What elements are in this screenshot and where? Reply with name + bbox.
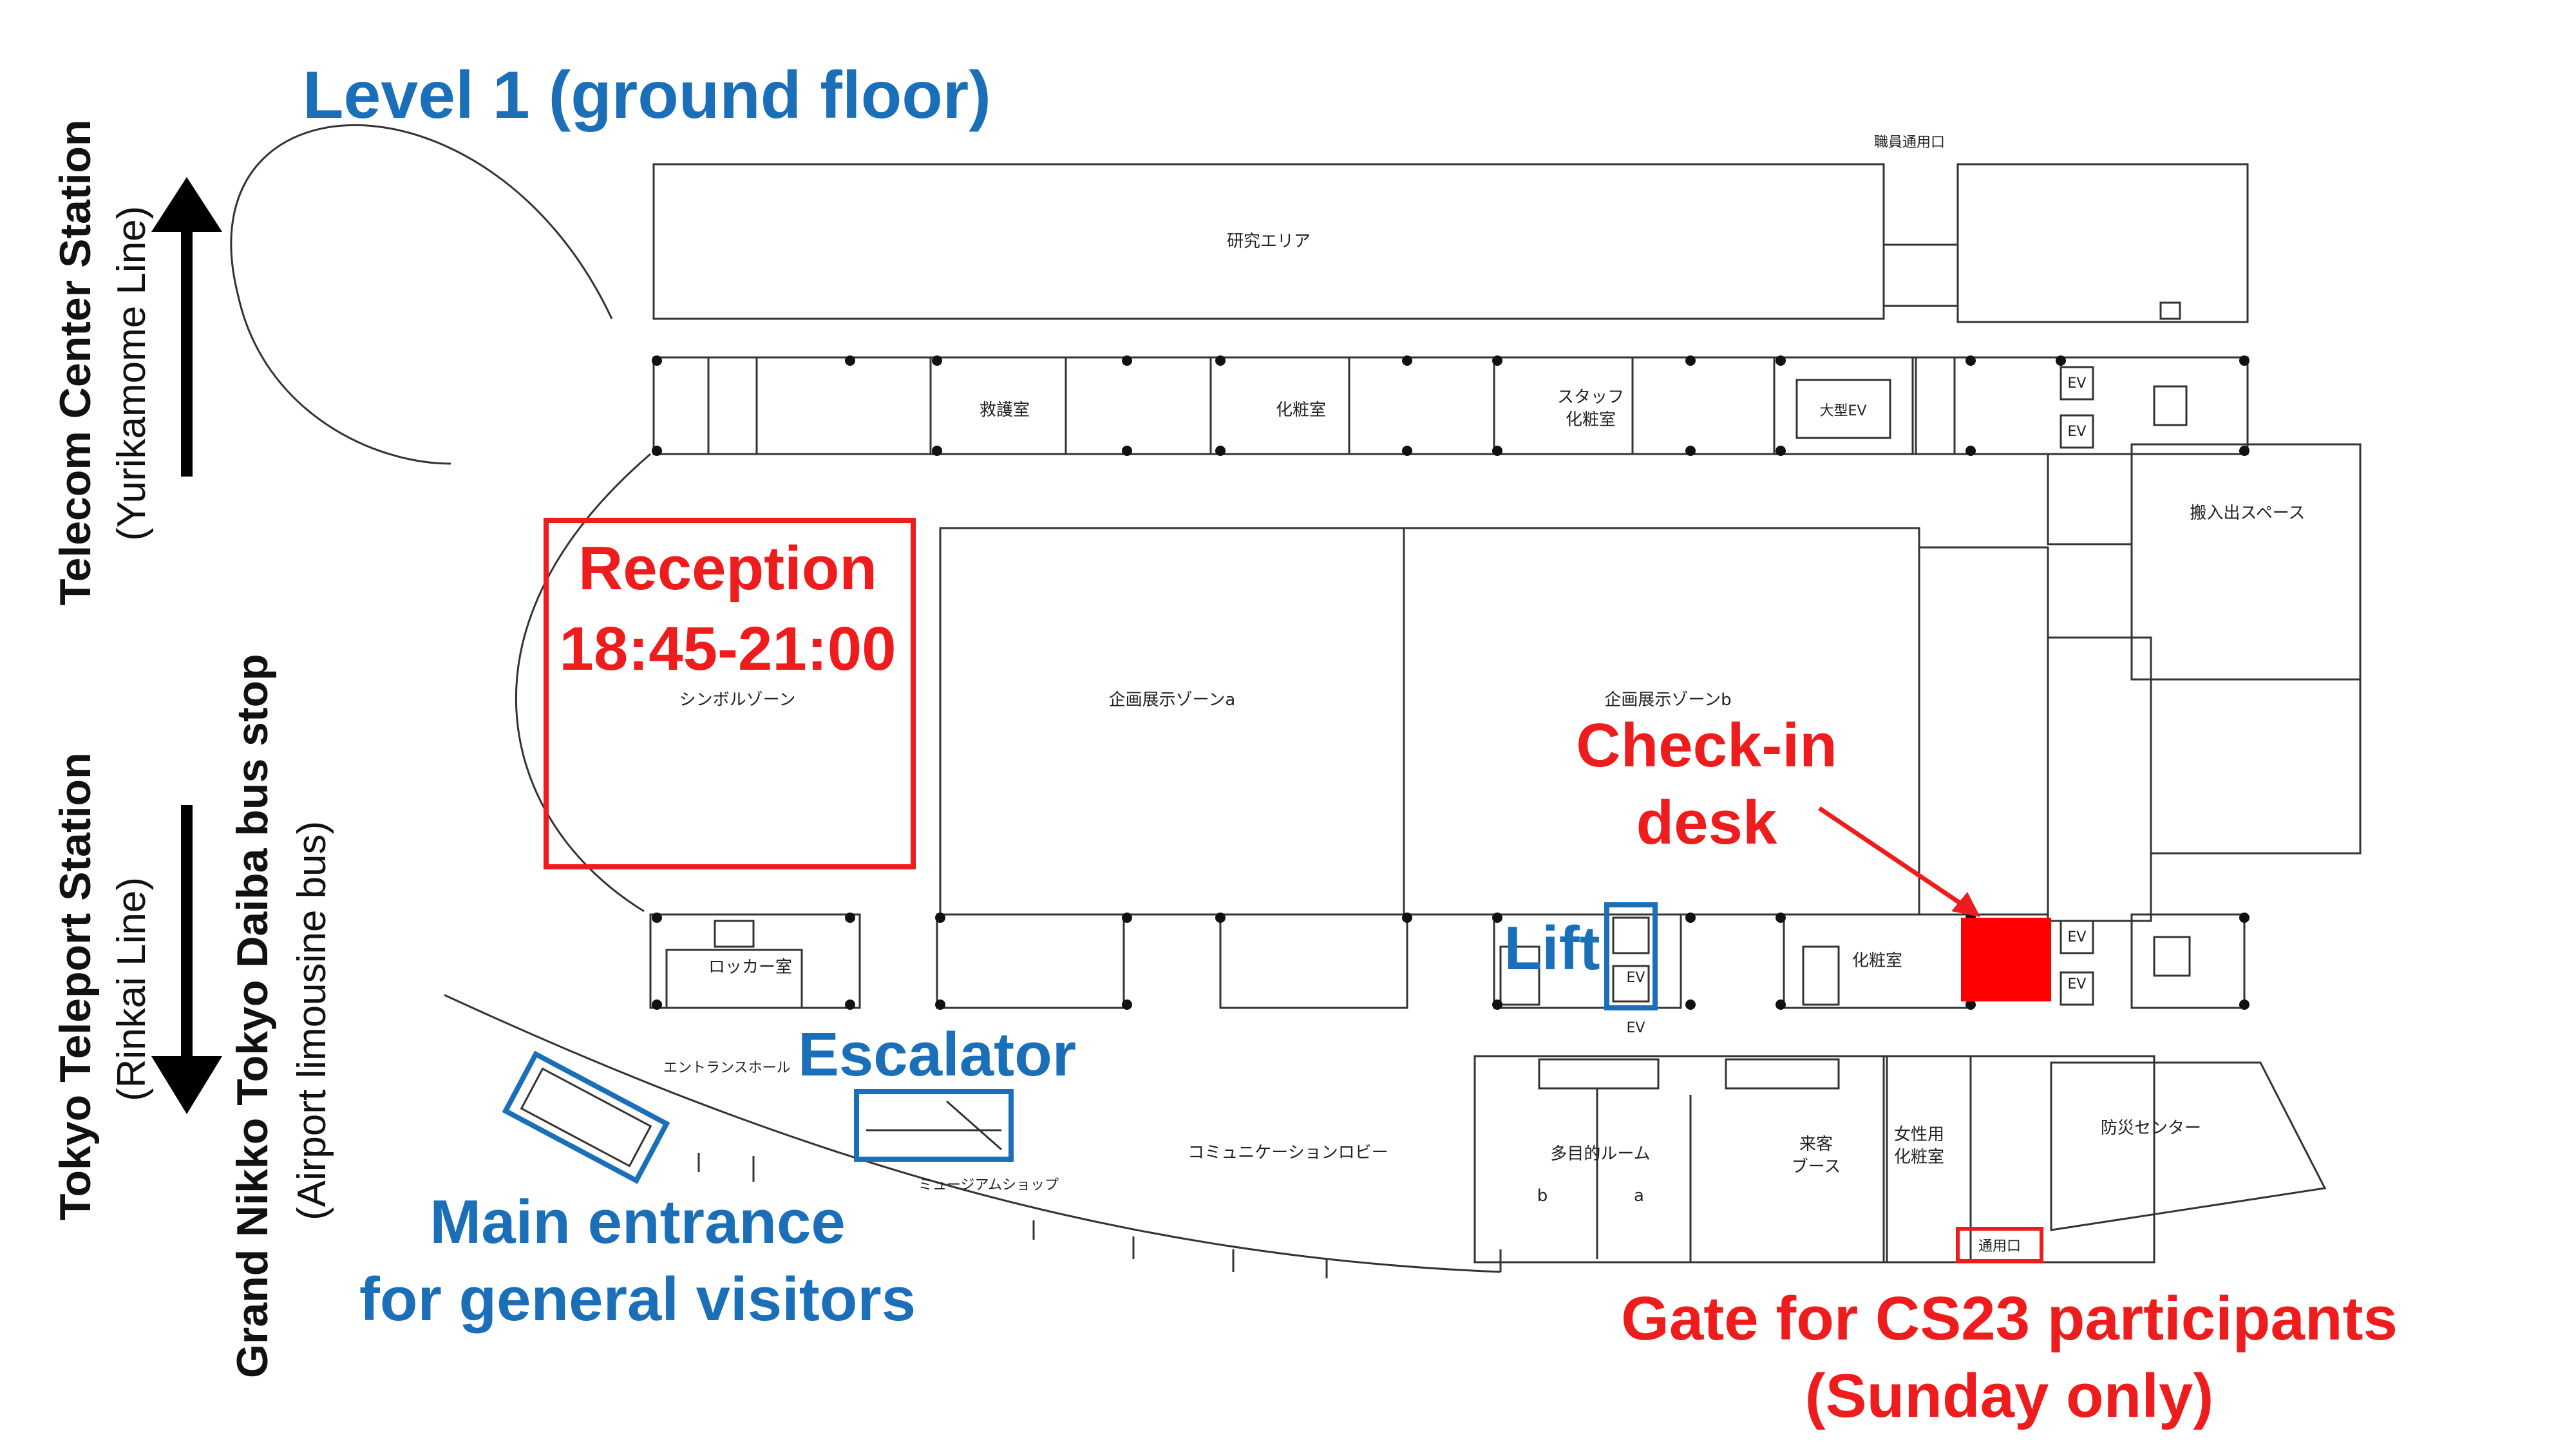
north-corridor xyxy=(652,356,2249,455)
loading-space-label: 搬入出スペース xyxy=(2190,504,2306,523)
visitor-booth-label-1: 来客 xyxy=(1799,1135,1833,1154)
north-arrow xyxy=(151,177,222,477)
service-gate-box xyxy=(1956,1227,2043,1263)
gate-title: Gate for CS23 participants xyxy=(1621,1284,2398,1353)
restroom-north-label: 化粧室 xyxy=(1276,401,1326,420)
research-area-label: 研究エリア xyxy=(1227,232,1311,251)
museum-shop-label: ミュージアムショップ xyxy=(918,1177,1059,1193)
reception-title: Reception xyxy=(578,534,877,603)
elevator-label: EV xyxy=(2068,424,2087,440)
womens-restroom-label-1: 女性用 xyxy=(1894,1125,1944,1144)
research-area-block xyxy=(652,163,1885,320)
limousine-bus-label: (Airport limousine bus) xyxy=(290,821,334,1220)
checkin-pointer-head xyxy=(1951,892,1980,917)
locker-room-block xyxy=(665,949,803,1009)
elevator-label: EV xyxy=(1627,1020,1645,1036)
reception-hours: 18:45-21:00 xyxy=(559,614,896,683)
main-entrance-title: Main entrance xyxy=(430,1188,846,1256)
large-elevator-label: 大型EV xyxy=(1820,403,1867,419)
tokyo-teleport-station-label: Tokyo Teleport Station xyxy=(51,752,100,1220)
staff-entrance-label: 職員通用口 xyxy=(1874,135,1945,151)
communication-lobby-label: コミュニケーションロビー xyxy=(1188,1143,1388,1162)
elevator-label: EV xyxy=(2068,976,2087,992)
disaster-center-label: 防災センター xyxy=(2101,1119,2201,1138)
elevator-label: EV xyxy=(2068,929,2087,945)
main-entrance-subtitle: for general visitors xyxy=(359,1265,916,1334)
entrance-facade xyxy=(444,994,1501,1273)
multipurpose-room-label: 多目的ルーム xyxy=(1550,1144,1650,1164)
service-gate-label: 通用口 xyxy=(1978,1238,2021,1255)
visitor-booth-label-2: ブース xyxy=(1792,1157,1841,1177)
elevator-label: EV xyxy=(1627,970,1645,986)
gate-subtitle: (Sunday only) xyxy=(1805,1361,2214,1430)
page-title: Level 1 (ground floor) xyxy=(303,58,991,133)
entrance-hall-label: エントランスホール xyxy=(663,1060,791,1076)
checkin-title-2: desk xyxy=(1636,788,1777,857)
symbol-zone-label: シンボルゾーン xyxy=(679,690,796,710)
yurikamome-line-label: (Yurikamome Line) xyxy=(109,206,154,541)
checkin-title-1: Check-in xyxy=(1576,711,1837,780)
exhibit-zone-b-label: 企画展示ゾーンb xyxy=(1604,690,1731,710)
reception-box xyxy=(544,518,916,869)
telecom-center-station-label: Telecom Center Station xyxy=(51,120,100,605)
staff-restroom-label-1: スタッフ xyxy=(1557,388,1624,407)
exhibit-zone-a-label: 企画展示ゾーンa xyxy=(1109,690,1236,710)
womens-restroom-label-2: 化粧室 xyxy=(1894,1148,1944,1167)
multipurpose-room-b-label: b xyxy=(1537,1186,1548,1206)
checkin-desk-marker xyxy=(1961,918,2051,1001)
lift-label: Lift xyxy=(1504,914,1600,983)
first-aid-room-label: 救護室 xyxy=(980,401,1030,420)
rinkai-line-label: (Rinkai Line) xyxy=(109,877,154,1101)
south-arrow xyxy=(151,805,222,1114)
staff-restroom-label-2: 化粧室 xyxy=(1566,410,1616,430)
escalator-box xyxy=(854,1089,1014,1162)
staff-building-block xyxy=(1956,163,2249,323)
escalator-label: Escalator xyxy=(798,1020,1076,1089)
elevator-label: EV xyxy=(2068,375,2087,392)
checkin-pointer xyxy=(1818,806,1978,916)
main-entrance-box xyxy=(502,1050,670,1184)
locker-room-label: ロッカー室 xyxy=(708,958,792,977)
multipurpose-room-a-label: a xyxy=(1634,1186,1644,1206)
bus-stop-label: Grand Nikko Tokyo Daiba bus stop xyxy=(228,654,277,1378)
restroom-south-label: 化粧室 xyxy=(1852,951,1902,971)
lift-box xyxy=(1604,902,1658,1010)
exhibit-a-block xyxy=(939,527,1405,916)
